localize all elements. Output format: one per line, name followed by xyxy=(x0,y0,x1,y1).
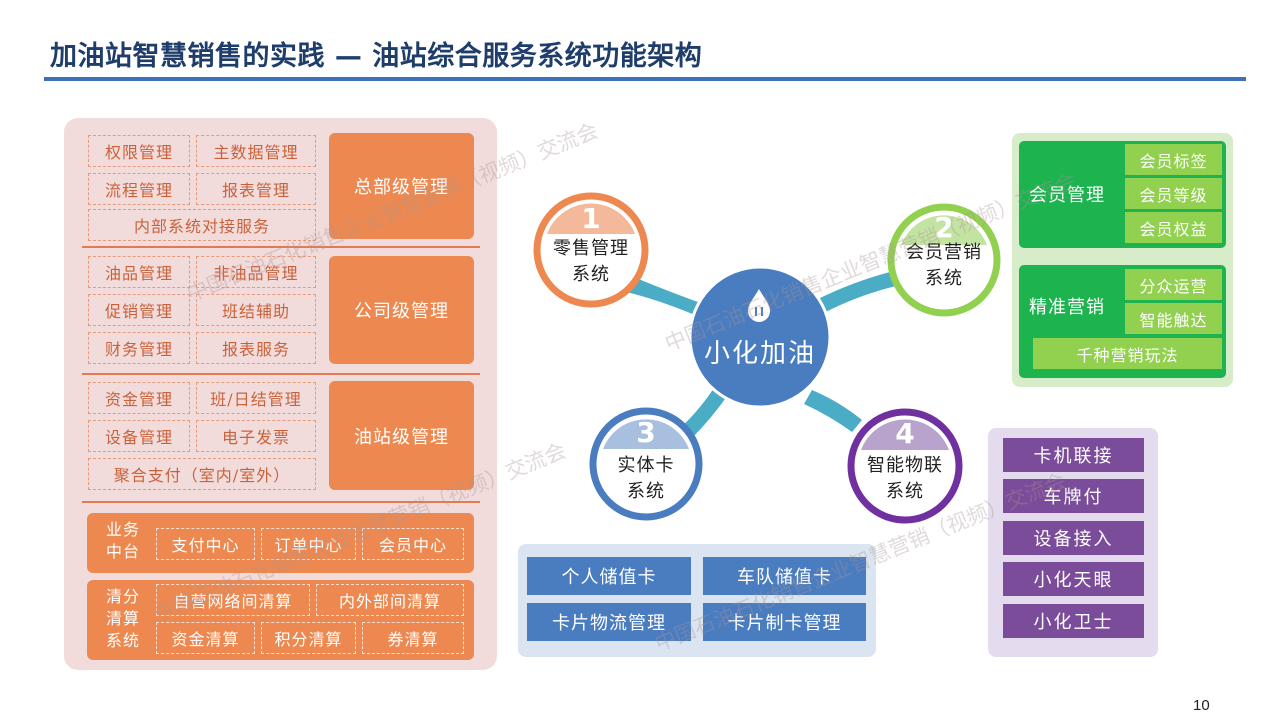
system-3-line2: 系统 xyxy=(627,481,665,502)
member-rights: 会员权益 xyxy=(1125,212,1222,243)
middle-platform-bar xyxy=(87,513,474,573)
system-4-label: 智能物联 系统 xyxy=(845,453,965,505)
middle-platform-label-line2: 中台 xyxy=(105,542,140,561)
middle-platform-payment-center: 支付中心 xyxy=(156,528,255,560)
clearing-item-self-network: 自营网络间清算 xyxy=(156,584,310,616)
card-fleet-stored-value: 车队储值卡 xyxy=(703,557,866,595)
middle-platform-member-center: 会员中心 xyxy=(362,528,464,560)
clearing-label-line2: 清算 xyxy=(105,609,140,628)
clearing-label-line3: 系统 xyxy=(105,631,140,650)
clearing-item-funds: 资金清算 xyxy=(156,622,255,654)
card-personal-stored-value: 个人储值卡 xyxy=(527,557,691,595)
company-item-shift-aid: 班结辅助 xyxy=(196,294,316,326)
page-number: 10 xyxy=(1193,697,1210,714)
iot-sky-eye: 小化天眼 xyxy=(1003,562,1144,596)
company-item-non-fuel: 非油品管理 xyxy=(196,256,316,288)
connector-4 xyxy=(804,390,862,432)
clearing-item-points: 积分清算 xyxy=(261,622,356,654)
hq-item-master-data: 主数据管理 xyxy=(196,135,316,167)
system-3-line1: 实体卡 xyxy=(617,455,675,476)
system-2-line1: 会员营销 xyxy=(906,242,982,263)
company-item-report-service: 报表服务 xyxy=(196,332,316,364)
clearing-system-label: 清分 清算 系统 xyxy=(95,586,151,652)
system-circle-1-cap xyxy=(547,203,635,234)
system-1-number: 1 xyxy=(581,202,601,235)
system-3-number: 3 xyxy=(636,416,656,449)
system-1-label: 零售管理 系统 xyxy=(531,236,651,288)
middle-platform-order-center: 订单中心 xyxy=(261,528,356,560)
member-tags: 会员标签 xyxy=(1125,144,1222,175)
hq-item-internal-integration: 内部系统对接服务 xyxy=(88,209,316,241)
station-item-aggregate-pay: 聚合支付（室内/室外） xyxy=(88,458,316,490)
station-item-shift-daily: 班/日结管理 xyxy=(196,382,316,414)
hq-item-permission: 权限管理 xyxy=(88,135,190,167)
hq-item-process: 流程管理 xyxy=(88,173,190,205)
station-item-e-invoice: 电子发票 xyxy=(196,420,316,452)
system-2-label: 会员营销 系统 xyxy=(884,240,1004,292)
system-1-line2: 系统 xyxy=(572,264,610,285)
hq-level-label: 总部级管理 xyxy=(329,133,474,239)
station-item-funds: 资金管理 xyxy=(88,382,190,414)
member-levels: 会员等级 xyxy=(1125,178,1222,209)
middle-platform-label-line1: 业务 xyxy=(105,520,140,539)
company-level-label: 公司级管理 xyxy=(329,256,474,364)
station-item-equipment: 设备管理 xyxy=(88,420,190,452)
card-logistics-management: 卡片物流管理 xyxy=(527,603,691,641)
middle-platform-label: 业务 中台 xyxy=(95,519,151,563)
member-management-label: 会员管理 xyxy=(1029,185,1105,206)
level-divider xyxy=(82,246,480,248)
system-2-number: 2 xyxy=(934,211,954,244)
slide-title: 加油站智慧销售的实践 — 油站综合服务系统功能架构 xyxy=(50,41,703,72)
precision-marketing-label: 精准营销 xyxy=(1029,297,1105,318)
iot-card-machine-link: 卡机联接 xyxy=(1003,438,1144,472)
system-circle-3-cap xyxy=(603,419,689,449)
connector-2 xyxy=(816,272,896,314)
clearing-item-coupons: 券清算 xyxy=(362,622,464,654)
company-item-promotion: 促销管理 xyxy=(88,294,190,326)
system-circle-2-cap xyxy=(901,215,987,245)
clearing-label-line1: 清分 xyxy=(105,587,140,606)
station-level-label: 油站级管理 xyxy=(329,381,474,490)
level-divider xyxy=(82,501,480,503)
level-divider xyxy=(82,373,480,375)
connector-3 xyxy=(680,382,730,438)
smart-reach: 智能触达 xyxy=(1125,303,1222,334)
company-item-fuel: 油品管理 xyxy=(88,256,190,288)
system-3-label: 实体卡 系统 xyxy=(586,453,706,505)
title-underline xyxy=(44,77,1246,81)
hub-label: 小化加油 xyxy=(703,339,816,369)
iot-device-access: 设备接入 xyxy=(1003,521,1144,555)
company-item-finance: 财务管理 xyxy=(88,332,190,364)
oil-drop-icon xyxy=(748,289,770,322)
connector-1 xyxy=(626,278,706,318)
system-2-line2: 系统 xyxy=(925,268,963,289)
iot-guard: 小化卫士 xyxy=(1003,604,1144,638)
segment-operation: 分众运营 xyxy=(1125,269,1222,300)
clearing-item-internal-external: 内外部间清算 xyxy=(316,584,464,616)
system-4-line1: 智能物联 xyxy=(867,455,943,476)
system-4-number: 4 xyxy=(895,417,915,450)
clearing-system-bar xyxy=(87,580,474,660)
card-production-management: 卡片制卡管理 xyxy=(703,603,866,641)
iot-plate-pay: 车牌付 xyxy=(1003,479,1144,513)
system-4-line2: 系统 xyxy=(886,481,924,502)
marketing-play-variety: 千种营销玩法 xyxy=(1033,338,1222,369)
hub-circle xyxy=(688,265,832,409)
hq-item-report: 报表管理 xyxy=(196,173,316,205)
system-circle-4-cap xyxy=(861,419,949,450)
system-1-line1: 零售管理 xyxy=(553,238,629,259)
